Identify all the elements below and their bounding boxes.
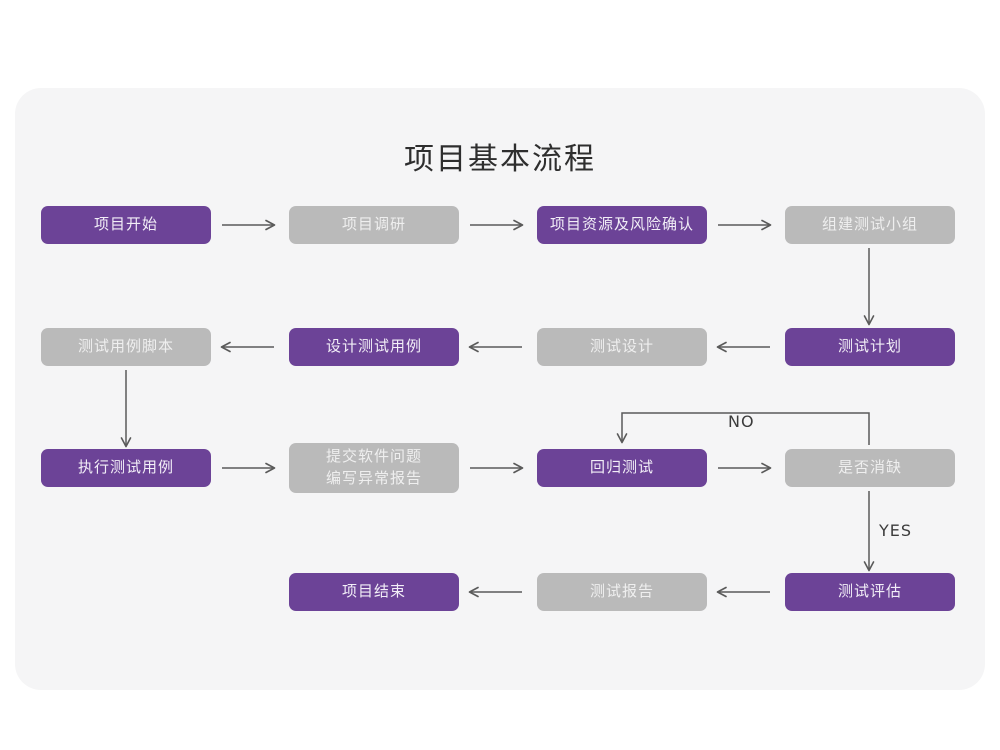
node-label: 测试计划 (837, 337, 902, 356)
node-test-evaluation[interactable]: 测试评估 (785, 573, 955, 611)
node-test-report[interactable]: 测试报告 (537, 573, 707, 611)
node-label: 组建测试小组 (821, 215, 918, 234)
node-submit-issue-report[interactable]: 提交软件问题 编写异常报告 (289, 443, 459, 493)
page-title: 项目基本流程 (404, 142, 596, 177)
node-project-research[interactable]: 项目调研 (289, 206, 459, 244)
node-test-design[interactable]: 测试设计 (537, 328, 707, 366)
node-test-plan[interactable]: 测试计划 (785, 328, 955, 366)
node-label: 执行测试用例 (77, 458, 174, 477)
node-label: 提交软件问题 编写异常报告 (325, 447, 422, 487)
node-build-test-team[interactable]: 组建测试小组 (785, 206, 955, 244)
node-label: 项目结束 (341, 582, 406, 601)
node-label: 项目资源及风险确认 (549, 215, 694, 234)
arrow-no-loop (616, 412, 870, 445)
node-project-start[interactable]: 项目开始 (41, 206, 211, 244)
node-defect-cleared-decision[interactable]: 是否消缺 (785, 449, 955, 487)
node-regression-test[interactable]: 回归测试 (537, 449, 707, 487)
node-label: 设计测试用例 (325, 337, 422, 356)
node-execute-test-cases[interactable]: 执行测试用例 (41, 449, 211, 487)
node-label: 项目调研 (341, 215, 406, 234)
edge-label-yes: YES (879, 521, 913, 540)
node-label: 测试设计 (589, 337, 654, 356)
node-label: 是否消缺 (837, 458, 902, 477)
node-project-end[interactable]: 项目结束 (289, 573, 459, 611)
edge-label-no: NO (728, 412, 755, 431)
node-resource-risk-confirm[interactable]: 项目资源及风险确认 (537, 206, 707, 244)
node-label: 测试报告 (589, 582, 654, 601)
node-label: 测试用例脚本 (77, 337, 174, 356)
node-label: 回归测试 (589, 458, 654, 477)
node-design-test-cases[interactable]: 设计测试用例 (289, 328, 459, 366)
node-label: 项目开始 (93, 215, 158, 234)
node-test-case-script[interactable]: 测试用例脚本 (41, 328, 211, 366)
node-label: 测试评估 (837, 582, 902, 601)
